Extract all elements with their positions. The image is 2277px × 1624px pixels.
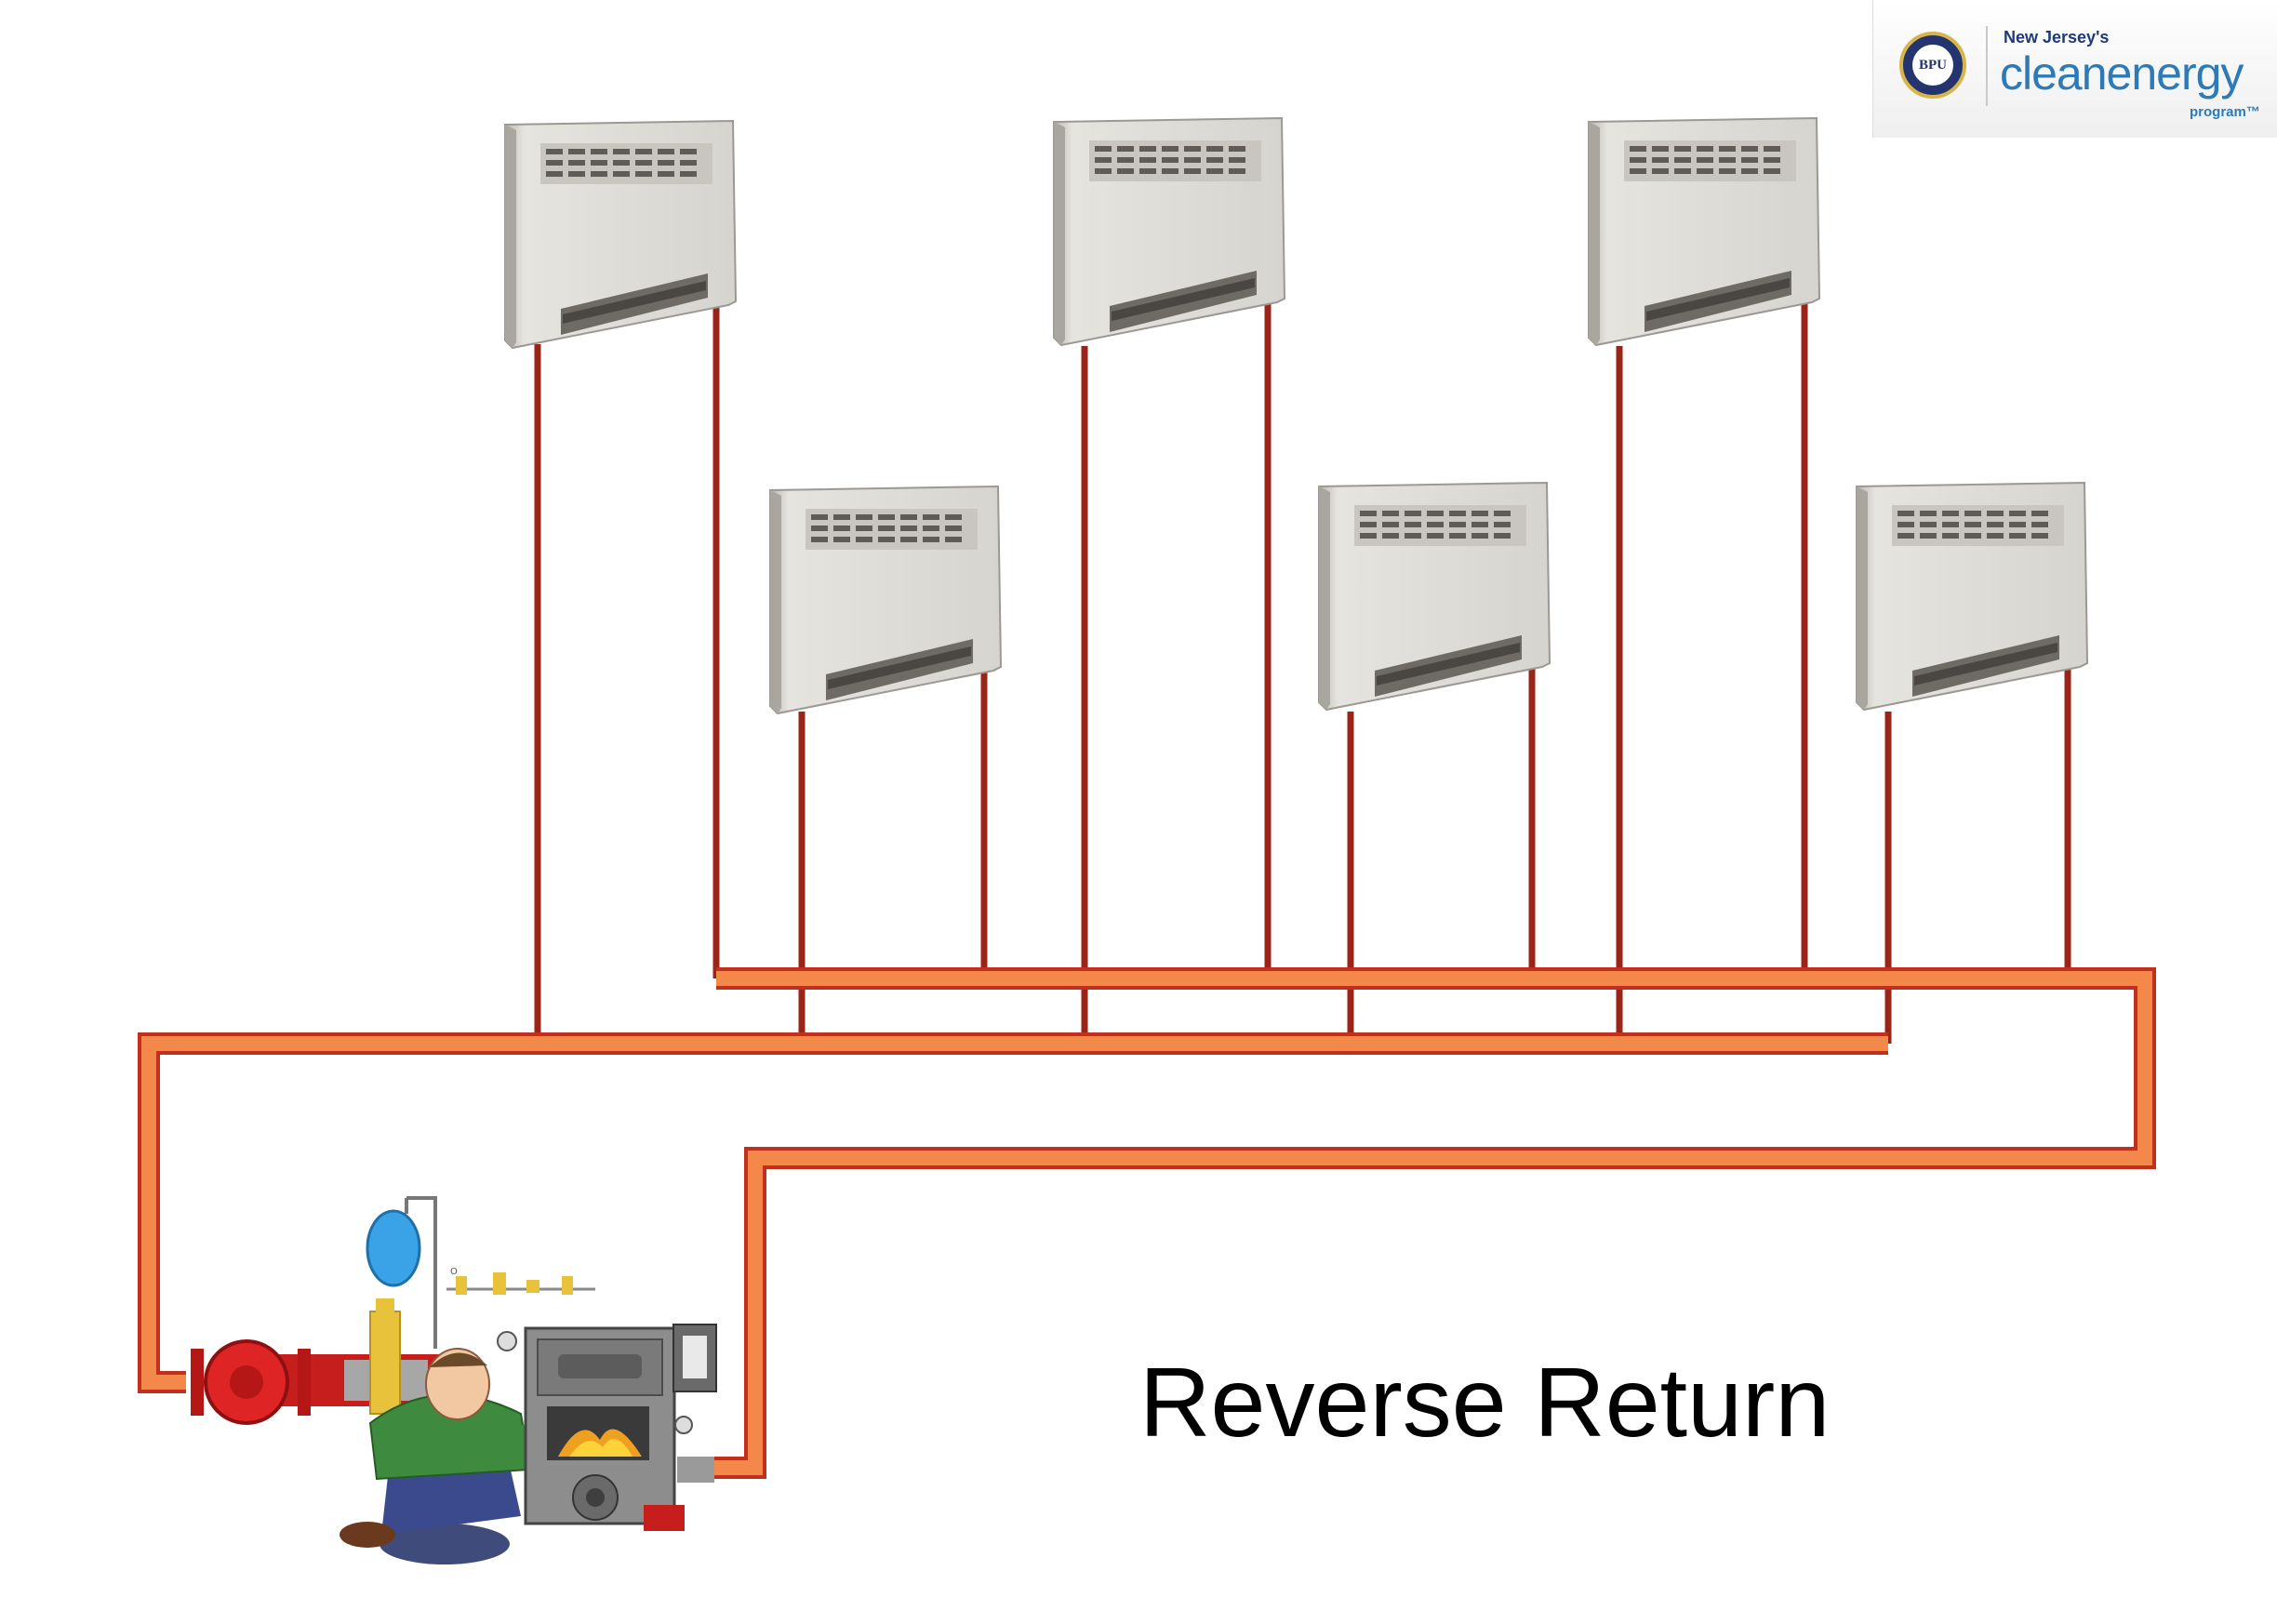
logo-tagline: program™ bbox=[2190, 104, 2260, 120]
logo-brand: cleanenergy bbox=[2000, 47, 2244, 100]
radiator-icon bbox=[769, 486, 1002, 714]
radiator-icon bbox=[1053, 117, 1285, 346]
logo-divider bbox=[1986, 26, 1988, 106]
radiator-icon bbox=[504, 120, 737, 349]
riser-pipes bbox=[534, 296, 2071, 1044]
main-piping bbox=[138, 967, 2156, 1479]
radiator-icon bbox=[1588, 117, 1820, 346]
clean-energy-logo: BPU New Jersey's cleanenergy program™ bbox=[1872, 0, 2277, 138]
radiator-icon bbox=[1318, 482, 1551, 711]
logo-state-line: New Jersey's bbox=[2004, 28, 2110, 47]
diagram-caption: Reverse Return bbox=[1139, 1348, 1831, 1458]
bpu-seal-icon: BPU bbox=[1899, 32, 1966, 99]
supply-main bbox=[138, 1032, 1888, 1393]
boiler-icon bbox=[497, 1324, 717, 1531]
svg-text:O: O bbox=[450, 1267, 458, 1277]
valve-train: O bbox=[446, 1267, 595, 1295]
technician-icon bbox=[340, 1348, 560, 1564]
expansion-tank-icon bbox=[366, 1196, 437, 1349]
radiator-icon bbox=[1856, 482, 2088, 711]
seal-text: BPU bbox=[1912, 45, 1953, 86]
